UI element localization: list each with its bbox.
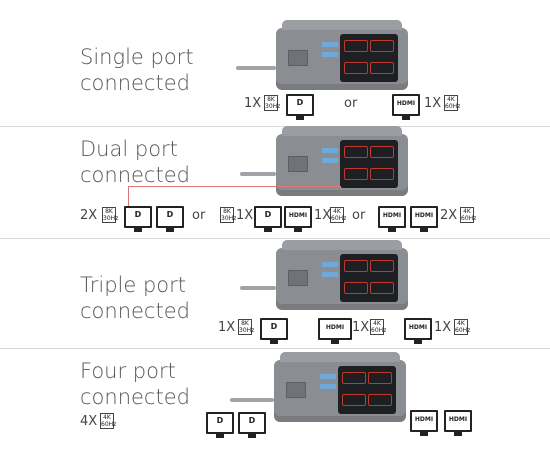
- video-port-panel: [340, 254, 398, 302]
- displayport-monitor-icon: D: [286, 94, 314, 120]
- hdmi-monitor-icon: HDMI: [404, 318, 432, 344]
- ethernet-port-icon: [286, 382, 306, 398]
- dock-cable: [236, 66, 276, 70]
- displayport-monitor-icon: D: [260, 318, 288, 344]
- multiplier-label: 2X: [440, 208, 458, 223]
- or-label: or: [192, 208, 206, 223]
- displayport-monitor-icon: D: [156, 206, 184, 232]
- multiplier-label: 1X: [236, 208, 254, 223]
- ethernet-port-icon: [288, 156, 308, 172]
- connection-line: [128, 186, 341, 207]
- hdmi-monitor-icon: HDMI: [284, 206, 312, 232]
- ethernet-port-icon: [288, 50, 308, 66]
- divider-1: [0, 126, 550, 127]
- hdmi-monitor-icon: HDMI: [410, 410, 438, 436]
- video-port-panel: [338, 366, 396, 414]
- video-port-panel: [340, 140, 398, 188]
- displayport-monitor-icon: D: [254, 206, 282, 232]
- displayport-monitor-icon: D: [124, 206, 152, 232]
- dock-station: [276, 126, 408, 196]
- multiplier-label: 1X: [424, 96, 442, 111]
- section-title-triple: Triple port connected: [80, 273, 190, 323]
- dock-station: [276, 20, 408, 90]
- ethernet-port-icon: [288, 270, 308, 286]
- section-title-four: Four port connected: [80, 359, 190, 409]
- displayport-monitor-icon: D: [238, 412, 266, 438]
- multiplier-label: 4X: [80, 414, 98, 429]
- multiplier-label: 1X: [218, 320, 236, 335]
- section-title-dual: Dual port connected: [80, 137, 190, 187]
- dock-cable: [240, 172, 276, 176]
- displayport-monitor-icon: D: [206, 412, 234, 438]
- divider-2: [0, 238, 550, 239]
- or-label: or: [344, 96, 358, 111]
- dock-cable: [230, 398, 274, 402]
- video-port-panel: [340, 34, 398, 82]
- hdmi-monitor-icon: HDMI: [378, 206, 406, 232]
- dock-cable: [240, 286, 276, 290]
- multiplier-label: 2X: [80, 208, 98, 223]
- multiplier-label: 1X: [244, 96, 262, 111]
- dock-station: [274, 352, 406, 422]
- or-label: or: [352, 208, 366, 223]
- multiplier-label: 1X: [434, 320, 452, 335]
- section-title-single: Single port connected: [80, 45, 194, 95]
- hdmi-monitor-icon: HDMI: [410, 206, 438, 232]
- hdmi-dp-monitor-icon: HDMI: [318, 318, 352, 344]
- hdmi-monitor-icon: HDMI: [392, 94, 420, 120]
- dock-station: [276, 240, 408, 310]
- multiplier-label: 1X: [314, 208, 332, 223]
- hdmi-monitor-icon: HDMI: [444, 410, 472, 436]
- multiplier-label: 1X: [352, 320, 370, 335]
- divider-3: [0, 348, 550, 349]
